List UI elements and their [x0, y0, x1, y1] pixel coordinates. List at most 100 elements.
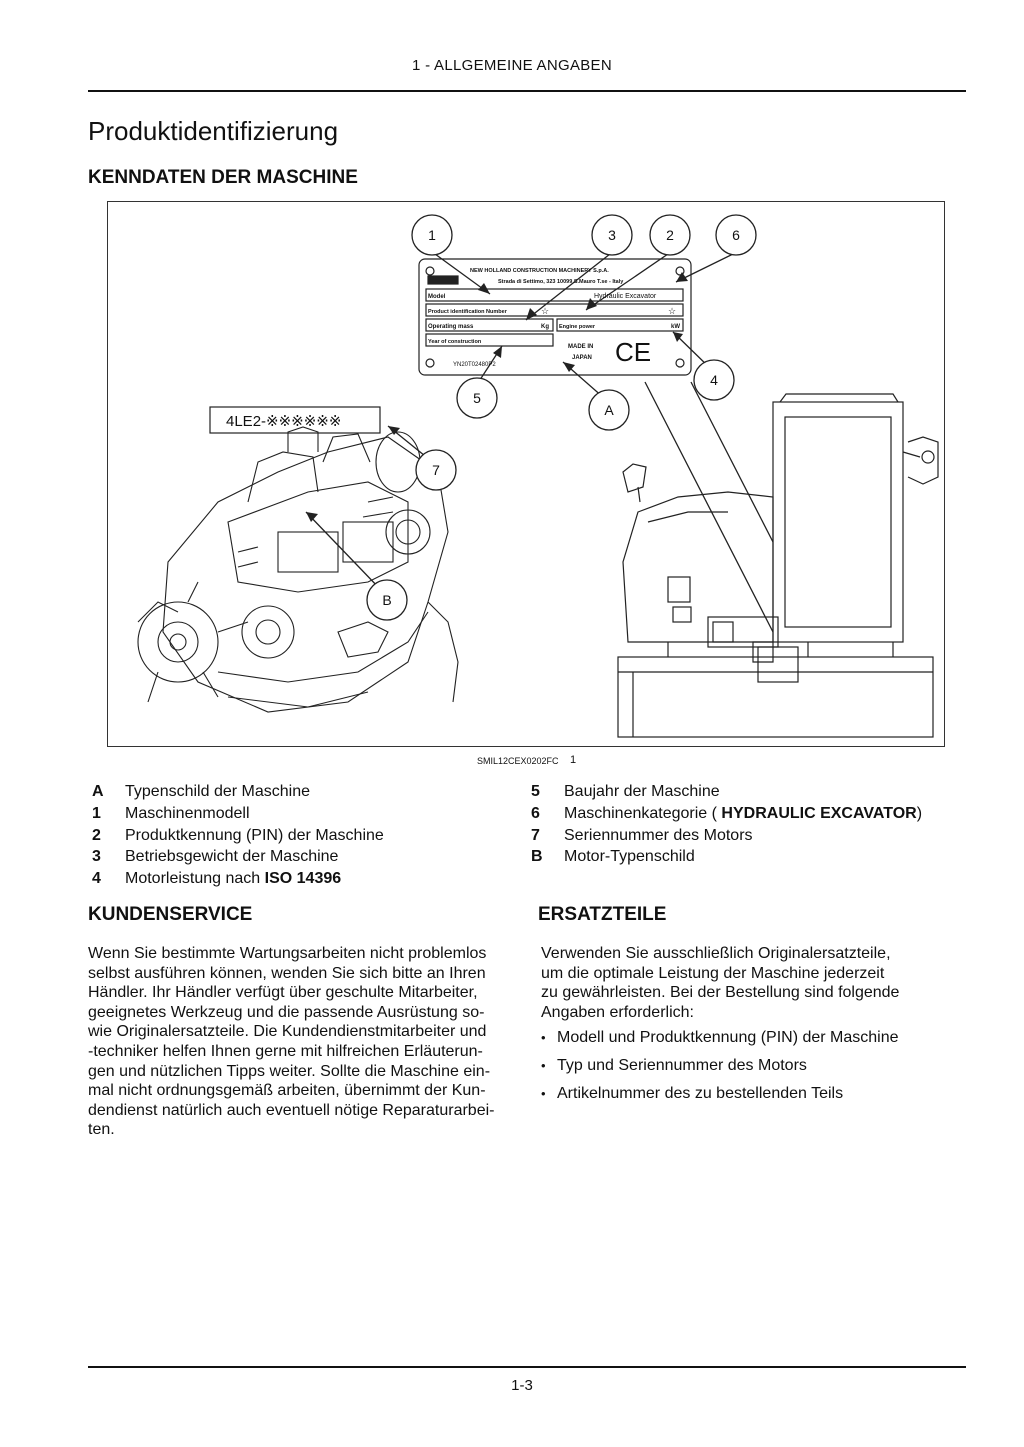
legend-item: 5 Baujahr der Maschine: [531, 781, 961, 803]
callout-leaders: [305, 253, 774, 633]
callout-label: A: [604, 402, 614, 418]
plate-maker-line1: NEW HOLLAND CONSTRUCTION MACHINERY S.p.A…: [470, 268, 609, 274]
paragraph-line: dendienst natürlich auch eventuell nötig…: [88, 1101, 495, 1119]
legend-key: 4: [92, 870, 101, 888]
legend-text: Motorleistung nach: [125, 870, 265, 888]
plate-logo: [427, 275, 459, 285]
plate-code: YN20T02480P2: [453, 362, 496, 368]
plate-row-pin: [425, 303, 684, 317]
paragraph-line: um die optimale Leistung der Maschine je…: [541, 964, 885, 982]
callout-label: 6: [732, 227, 740, 243]
plate-year-label: Year of construction: [428, 339, 482, 345]
bullet-item: Typ und Seriennummer des Motors: [539, 1056, 959, 1075]
plate-mass-unit: Kg: [541, 324, 549, 330]
kundenservice-paragraph: Wenn Sie bestimmte Wartungsarbeiten nich…: [88, 944, 528, 1140]
legend-key: A: [92, 783, 104, 800]
callout-circle-B: [366, 579, 408, 621]
ersatzteile-paragraph: Verwenden Sie ausschließlich Originalers…: [541, 944, 961, 1022]
plate-row-year: [425, 333, 554, 347]
plate-row-model: [425, 288, 684, 302]
paragraph-line: zu gewährleisten. Bei der Bestellung sin…: [541, 984, 900, 1002]
legend-key: 1: [92, 804, 101, 822]
paragraph-line: selbst ausführen können, wenden Sie sich…: [88, 964, 486, 982]
legend-text-bold: ISO 14396: [264, 870, 342, 888]
legend-item: 2 Produktkennung (PIN) der Maschine: [92, 825, 512, 847]
legend-text: Motor-Typenschild: [564, 848, 695, 866]
callout-label: 1: [428, 227, 436, 243]
figure-caption-number: 1: [570, 754, 577, 766]
callout-circle-3: [591, 214, 633, 256]
callout-circle-6: [715, 214, 757, 256]
paragraph-line: mal nicht ordnungsgemäß arbeiten, überni…: [88, 1082, 486, 1100]
legend-text: Baujahr der Maschine: [564, 783, 720, 800]
plate-rivet: [675, 266, 685, 276]
paragraph-line: Verwenden Sie ausschließlich Originalers…: [541, 945, 891, 962]
figure-caption-code: SMIL12CEX0202FC: [477, 756, 559, 766]
bullet-item: Artikelnummer des zu bestellenden Teils: [539, 1084, 959, 1103]
legend-text: Seriennummer des Motors: [564, 826, 753, 844]
page-number: 1-3: [511, 1377, 533, 1394]
callout-circle-7: [415, 449, 457, 491]
legend-key: 6: [531, 804, 540, 822]
legend-text: Maschinenkategorie (: [564, 804, 722, 822]
plate-model-label: Model: [428, 294, 446, 300]
paragraph-line: -techniker helfen Ihnen gerne mit hilfre…: [88, 1042, 483, 1060]
section-heading-kenndaten: KENNDATEN DER MASCHINE: [88, 167, 358, 188]
paragraph-line: gen und nützlichen Tipps weiter. Sollte …: [88, 1062, 491, 1080]
plate-power-unit: kW: [671, 324, 680, 330]
running-header: 1 - ALLGEMEINE ANGABEN: [411, 57, 612, 74]
plate-maker-line2: Strada di Settimo, 323 10099 S.Mauro T.s…: [498, 279, 624, 285]
paragraph-line: Wenn Sie bestimmte Wartungsarbeiten nich…: [88, 945, 487, 962]
callout-circle-4: [693, 359, 735, 401]
legend-text-bold: HYDRAULIC EXCAVATOR: [721, 804, 917, 822]
legend-right: 5 Baujahr der Maschine 6 Maschinenkategori…: [531, 781, 961, 868]
machine-identification-figure: NEW HOLLAND CONSTRUCTION MACHINERY S.p.A…: [107, 201, 945, 747]
plate-power-label: Engine power: [559, 324, 596, 330]
callout-label: B: [382, 592, 391, 608]
engine-serial-label-box: [209, 406, 381, 434]
paragraph-line: geeignetes Werkzeug und die passende Aus…: [88, 1003, 485, 1021]
callout-circle-A: [588, 389, 630, 431]
callout-label: 4: [710, 372, 718, 388]
bullet-item: Modell und Produktkennung (PIN) der Masc…: [539, 1028, 959, 1047]
legend-text: Typenschild der Maschine: [125, 783, 310, 800]
plate-model-value: Hydraulic Excavator: [594, 293, 657, 300]
excavator-drawing: [617, 393, 939, 738]
ersatzteile-bullet-list: Modell und Produktkennung (PIN) der Masc…: [539, 1028, 959, 1112]
plate-pin-label: Product identification Number: [428, 309, 508, 315]
paragraph-line: Händler. Ihr Händler verfügt über geschu…: [88, 984, 478, 1002]
callout-circle-2: [649, 214, 691, 256]
legend-item: B Motor-Typenschild: [531, 846, 961, 868]
legend-key: 3: [92, 848, 101, 866]
paragraph-line: Angaben erforderlich:: [541, 1003, 694, 1021]
plate-mass-label: Operating mass: [428, 324, 474, 330]
legend-key: 2: [92, 826, 101, 844]
callout-circle-5: [456, 377, 498, 419]
plate-ce-mark: CE: [615, 337, 651, 367]
figure-drawing: NEW HOLLAND CONSTRUCTION MACHINERY S.p.A…: [137, 214, 939, 738]
section-heading-kundenservice: KUNDENSERVICE: [88, 904, 253, 925]
engine-drawing: [137, 426, 459, 713]
legend-text-after: ): [916, 804, 923, 822]
footer-rule: [88, 1366, 966, 1368]
plate-rivet: [425, 266, 435, 276]
legend-key: 5: [531, 783, 540, 800]
callout-circle-1: [411, 214, 453, 256]
legend-key: B: [531, 848, 543, 866]
legend-item: A Typenschild der Maschine: [92, 781, 512, 803]
callout-arrowheads: [306, 272, 688, 522]
callout-label: 3: [608, 227, 616, 243]
plate-made-in-2: JAPAN: [572, 355, 592, 361]
header-rule: [88, 90, 966, 92]
plate-row-power: [556, 318, 684, 332]
legend-text: Produktkennung (PIN) der Maschine: [125, 826, 384, 844]
plate-star-2: ☆: [668, 306, 676, 316]
callout-label: 5: [473, 390, 481, 406]
paragraph-line: ten.: [88, 1121, 115, 1139]
plate-row-mass: [425, 318, 554, 332]
page-title: Produktidentifizierung: [88, 116, 339, 146]
plate-rivet: [425, 358, 435, 368]
legend-item: 4 Motorleistung nach ISO 14396: [92, 868, 512, 890]
